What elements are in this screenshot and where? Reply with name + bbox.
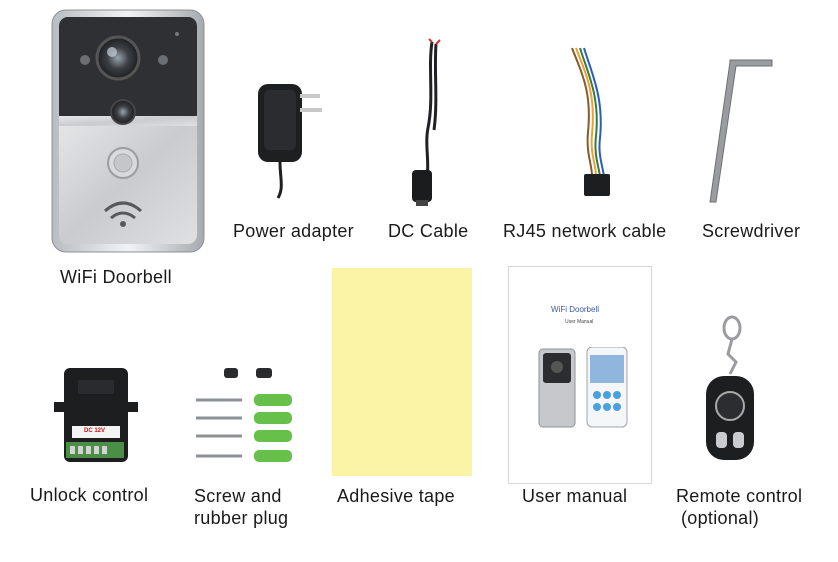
manual-cover-title: WiFi Doorbell — [551, 305, 600, 314]
adhesive-tape-swatch — [332, 268, 472, 476]
screws-caption-line1: Screw and — [194, 486, 282, 506]
screws-and-plugs-image — [196, 368, 292, 462]
screwdriver-caption: Screwdriver — [702, 221, 801, 241]
unlock-control-badge: DC 12V — [84, 428, 106, 434]
rj45-cable-caption: RJ45 network cable — [503, 221, 667, 241]
remote-control-caption-line2: (optional) — [681, 508, 760, 528]
manual-cover-subtitle: User Manual — [565, 319, 594, 325]
dc-cable-image — [412, 38, 441, 206]
remote-control-image — [706, 315, 754, 460]
user-manual-cover: WiFi Doorbell User Manual — [508, 266, 652, 484]
adhesive-tape-caption: Adhesive tape — [337, 486, 455, 506]
remote-control-caption-line1: Remote control — [676, 486, 803, 506]
power-adapter-caption: Power adapter — [233, 221, 354, 241]
wifi-doorbell-image — [51, 9, 205, 253]
unlock-control-caption: Unlock control — [30, 485, 149, 505]
power-adapter-image — [258, 84, 322, 199]
wifi-doorbell-caption: WiFi Doorbell — [60, 267, 172, 287]
screws-caption-line2: rubber plug — [194, 508, 289, 528]
rj45-cable-image — [571, 47, 610, 196]
unlock-control-image — [54, 368, 138, 462]
dc-cable-caption: DC Cable — [388, 221, 469, 241]
user-manual-caption: User manual — [522, 486, 628, 506]
screwdriver-image — [709, 59, 773, 203]
manual-cover-illustration — [538, 347, 628, 428]
